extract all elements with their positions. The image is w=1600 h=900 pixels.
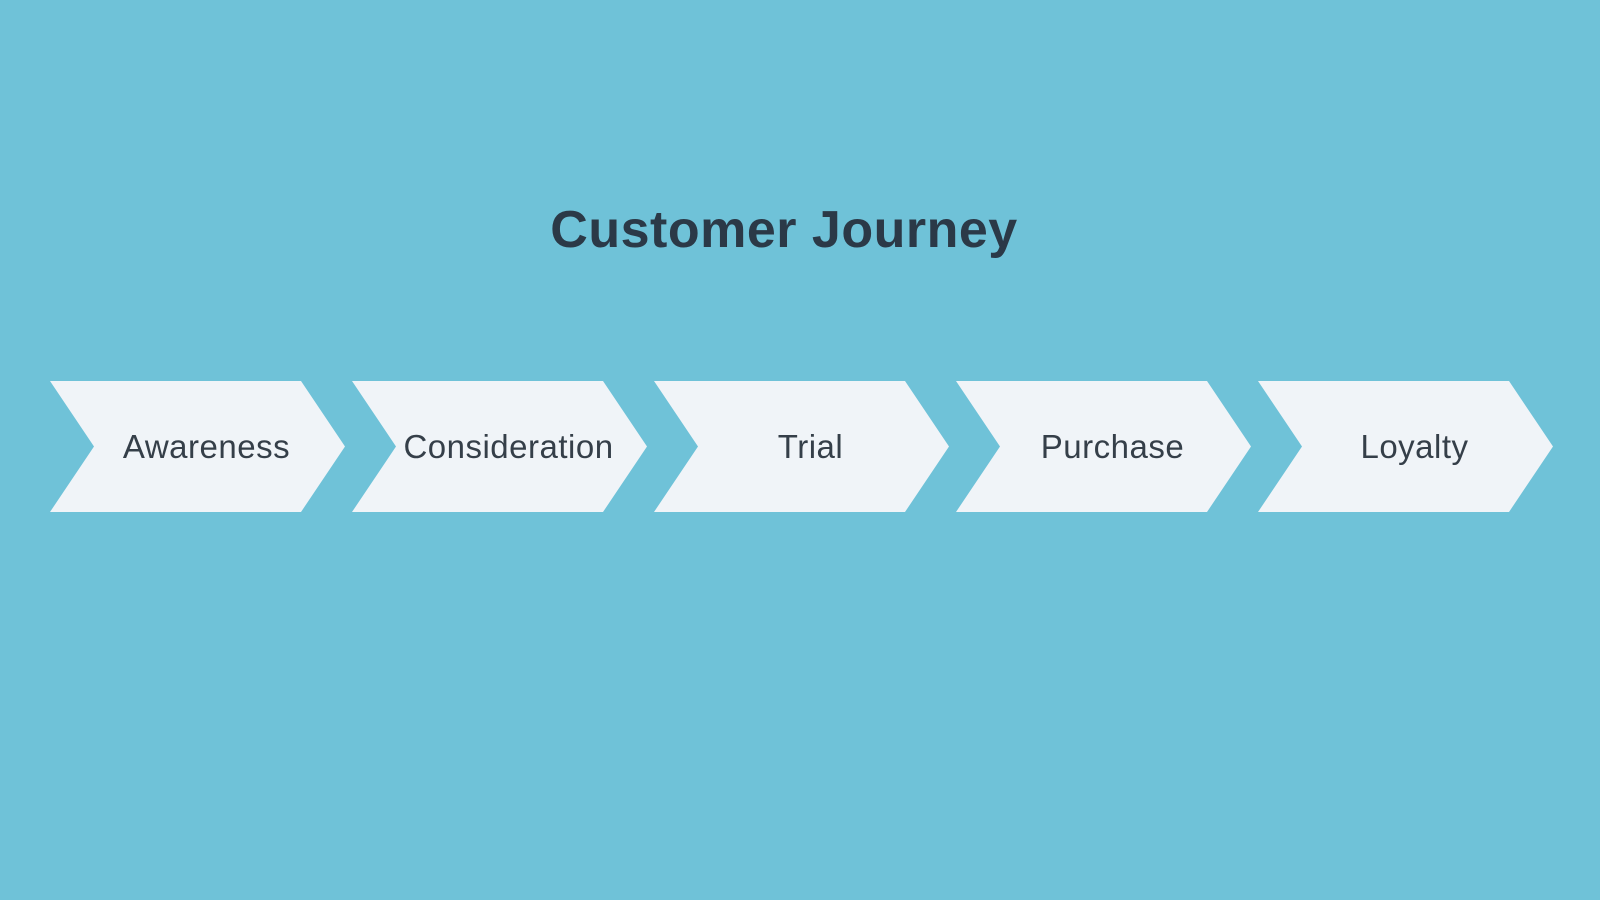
stage-label-loyalty: Loyalty — [1360, 427, 1469, 465]
stage-label-awareness: Awareness — [122, 427, 291, 465]
stage-chevron-purchase: Purchase — [956, 381, 1251, 512]
customer-journey-stages-row: Awareness Consideration Trial Purchase L… — [50, 381, 1560, 512]
stage-chevron-awareness: Awareness — [50, 381, 345, 512]
stage-chevron-loyalty: Loyalty — [1258, 381, 1553, 512]
stage-label-trial: Trial — [777, 427, 844, 465]
diagram-title: Customer Journey — [550, 201, 1018, 259]
stage-chevron-trial: Trial — [654, 381, 949, 512]
stage-chevron-consideration: Consideration — [352, 381, 647, 512]
stage-label-consideration: Consideration — [403, 427, 614, 465]
stage-label-purchase: Purchase — [1040, 427, 1185, 465]
